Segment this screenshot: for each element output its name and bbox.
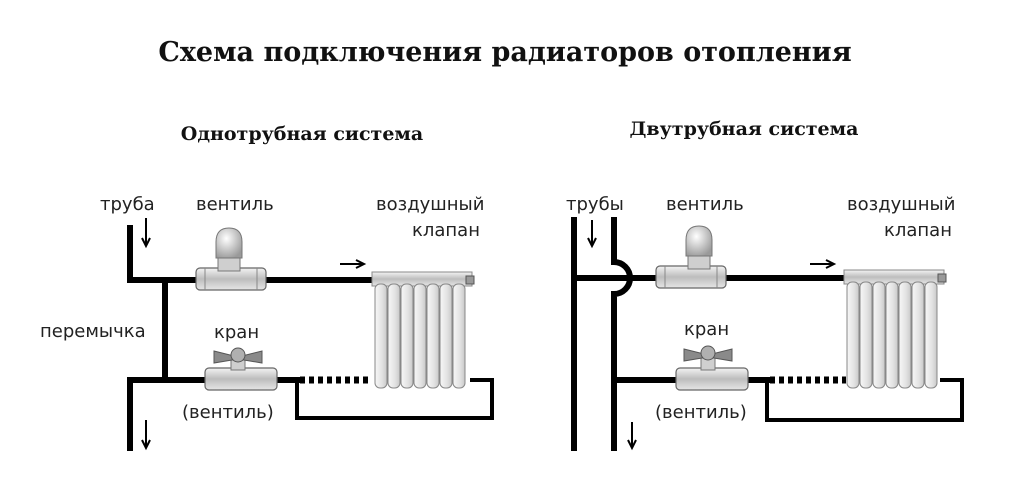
diagram-title: Схема подключения радиаторов отопления xyxy=(158,37,851,68)
down-arrow-icon xyxy=(627,422,637,451)
bypass-label: перемычка xyxy=(40,321,146,342)
single-pipe-heading: Однотрубная система xyxy=(181,123,423,145)
down-arrow-icon xyxy=(141,420,151,451)
radiator-icon xyxy=(371,271,475,389)
right-arrow-icon xyxy=(810,259,837,269)
two-pipe-heading: Двутрубная система xyxy=(630,118,859,140)
tap-alt-label: (вентиль) xyxy=(655,402,747,423)
air-valve-label-line2: клапан xyxy=(884,220,952,241)
radiator-loop-pipe xyxy=(765,378,964,422)
pipe-label: труба xyxy=(100,194,155,215)
tap-label: кран xyxy=(684,319,729,340)
riser-pipe-right-bypass xyxy=(611,217,633,451)
ball-tap-icon xyxy=(204,347,278,391)
thermostatic-valve-icon xyxy=(195,227,267,291)
air-valve-label-line2: клапан xyxy=(412,220,480,241)
radiator-icon xyxy=(843,269,947,389)
valve-label: вентиль xyxy=(666,194,744,215)
tap-alt-label: (вентиль) xyxy=(182,402,274,423)
single-pipe-system: Однотрубная система труба вентиль воздуш… xyxy=(40,123,494,451)
down-arrow-icon xyxy=(141,218,151,249)
down-arrow-icon xyxy=(587,220,597,249)
right-arrow-icon xyxy=(340,259,367,269)
air-valve-label-line1: воздушный xyxy=(847,194,955,215)
supply-pipe xyxy=(127,225,375,283)
radiator-loop-pipe xyxy=(295,378,494,420)
pipes-label: трубы xyxy=(566,194,624,215)
thermostatic-valve-icon xyxy=(655,225,727,289)
tap-label: кран xyxy=(214,322,259,343)
ball-tap-icon xyxy=(675,345,749,391)
two-pipe-system: Двутрубная система трубы вентиль воздушн… xyxy=(566,118,964,451)
air-valve-label-line1: воздушный xyxy=(376,194,484,215)
valve-label: вентиль xyxy=(196,194,274,215)
